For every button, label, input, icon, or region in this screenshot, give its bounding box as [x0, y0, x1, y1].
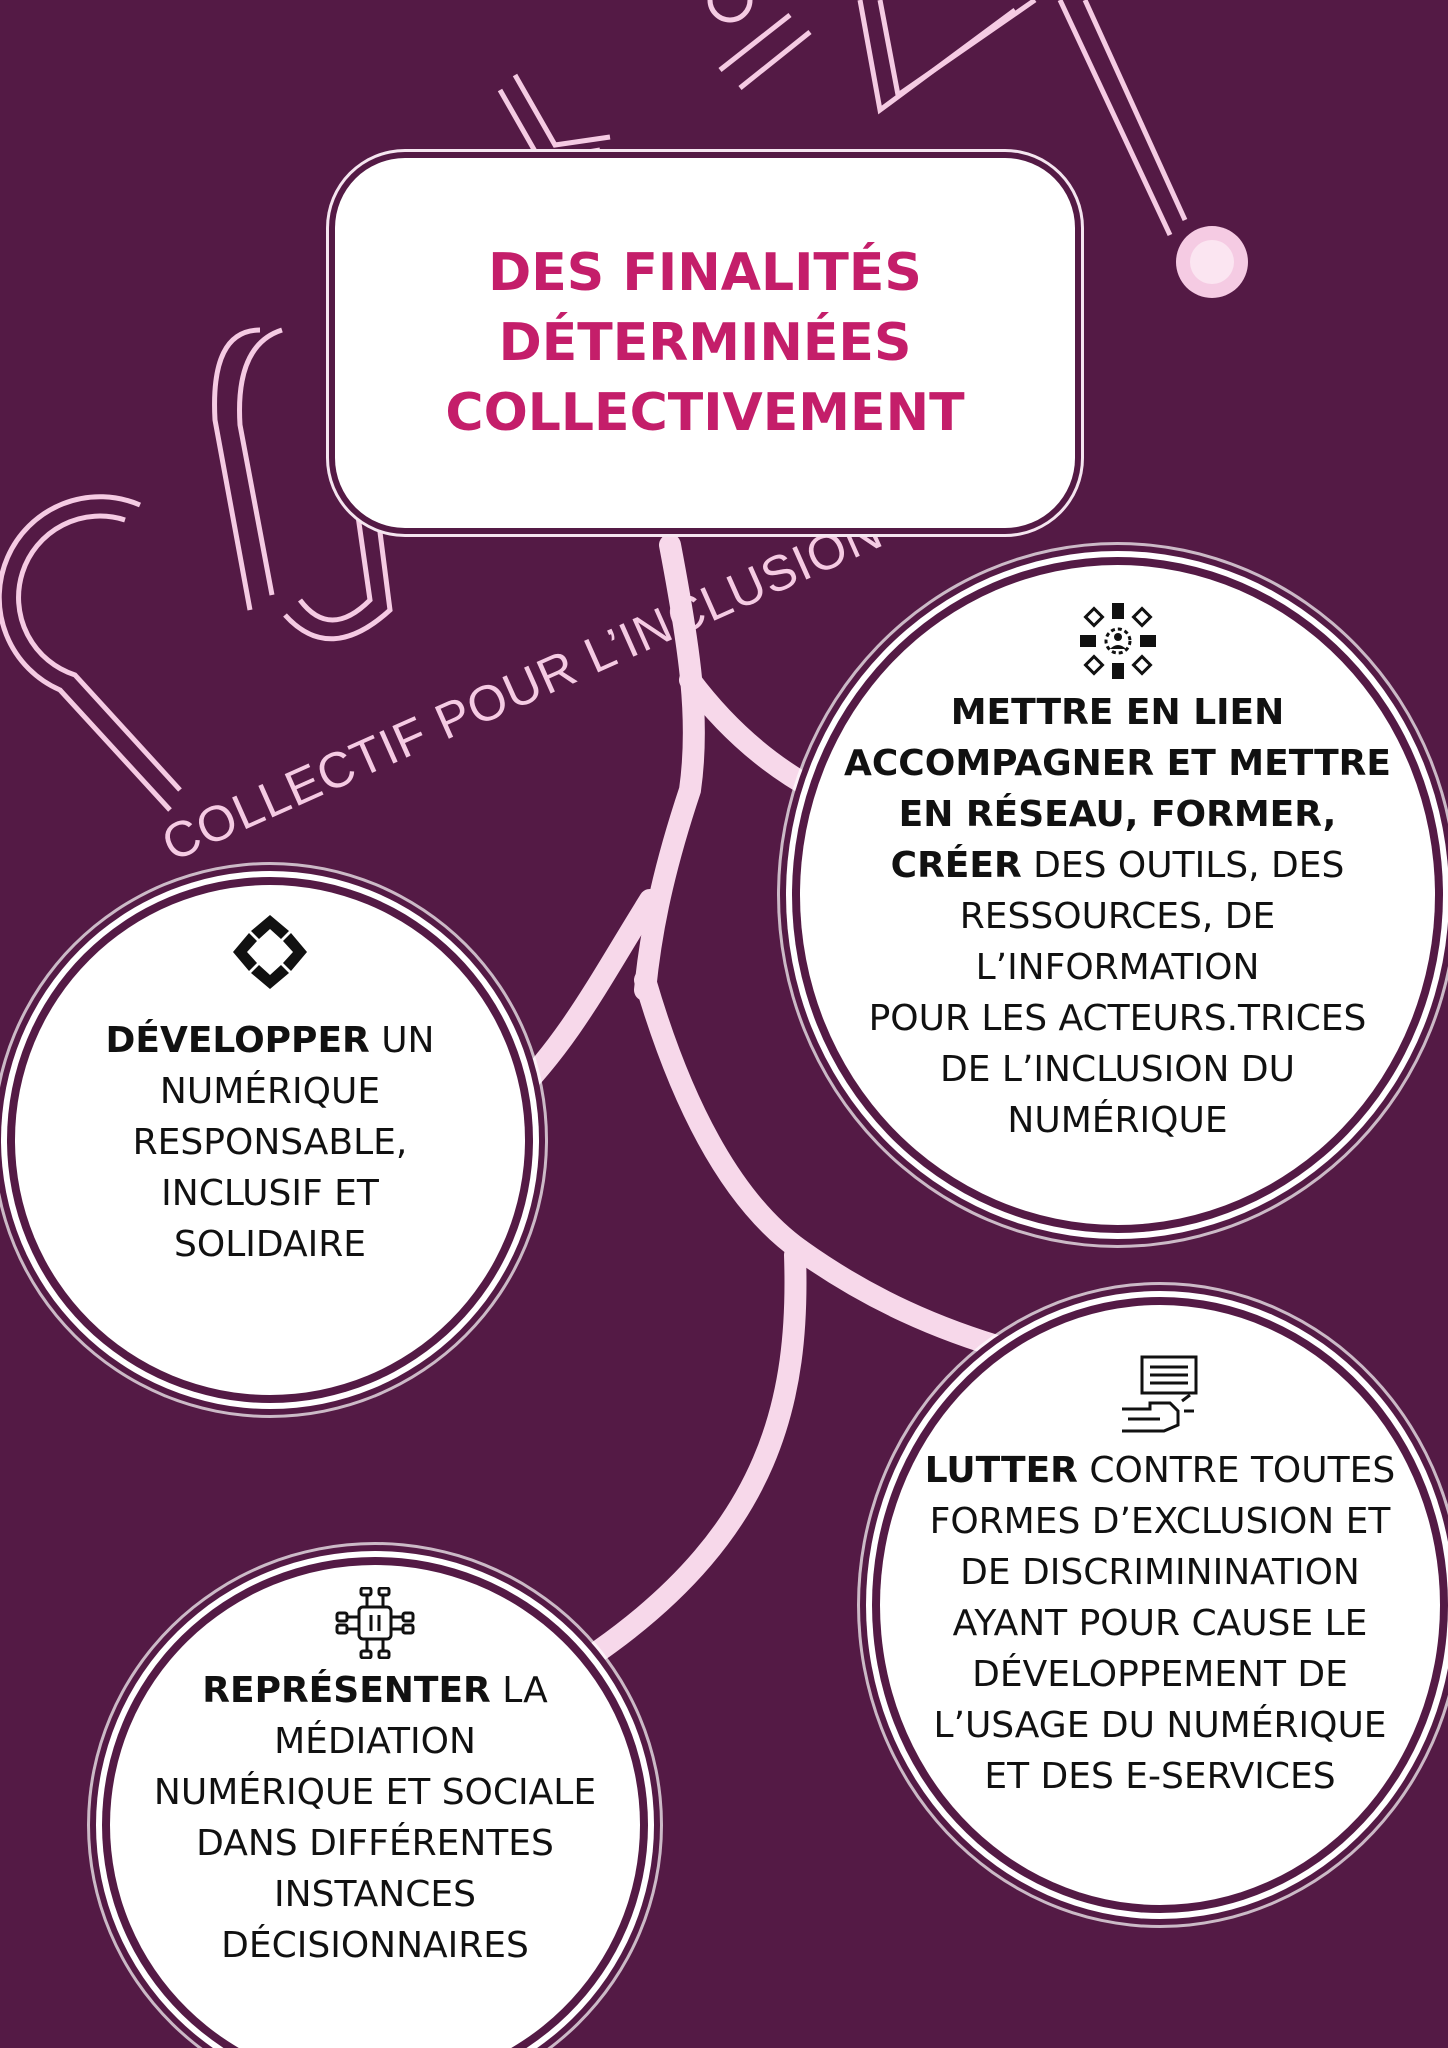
bubble-line: L’USAGE DU NUMÉRIQUE	[933, 1705, 1387, 1746]
bubble-fight-text: LUTTER CONTRE TOUTES FORMES D’EXCLUSION …	[880, 1445, 1440, 1802]
bubble-develop-text: DÉVELOPPER UN NUMÉRIQUE RESPONSABLE, INC…	[15, 1015, 525, 1270]
bubble-develop: DÉVELOPPER UN NUMÉRIQUE RESPONSABLE, INC…	[15, 885, 525, 1395]
circuit-chip-icon	[335, 1587, 415, 1659]
bubble-line: INCLUSIF ET	[161, 1173, 379, 1214]
bubble-line: FORMES D’EXCLUSION ET	[929, 1501, 1391, 1542]
bubble-line: DÉVELOPPER UN	[105, 1020, 435, 1061]
title-box: DES FINALITÉS DÉTERMINÉES COLLECTIVEMENT	[335, 158, 1075, 528]
bubble-line: DÉCISIONNAIRES	[221, 1925, 529, 1966]
title-line-3: COLLECTIVEMENT	[445, 383, 965, 443]
bubble-line: L’INFORMATION	[975, 947, 1260, 988]
title-line-1: DES FINALITÉS	[488, 243, 922, 303]
bubble-line: LUTTER CONTRE TOUTES	[924, 1450, 1396, 1491]
bubble-network: METTRE EN LIEN ACCOMPAGNER ET METTRE EN …	[800, 565, 1435, 1225]
hand-screen-icon	[1122, 1355, 1198, 1433]
bubble-line: NUMÉRIQUE	[159, 1071, 381, 1112]
joined-hands-icon	[233, 915, 307, 989]
bubble-line: ACCOMPAGNER ET METTRE	[844, 743, 1391, 784]
bubble-represent-text: REPRÉSENTER LA MÉDIATION NUMÉRIQUE ET SO…	[110, 1665, 640, 1971]
network-people-icon	[1079, 603, 1156, 679]
bubble-fight: LUTTER CONTRE TOUTES FORMES D’EXCLUSION …	[880, 1305, 1440, 1905]
bubble-line: NUMÉRIQUE ET SOCIALE	[153, 1772, 597, 1813]
bubble-line: REPRÉSENTER LA	[202, 1670, 548, 1711]
bubble-line: METTRE EN LIEN	[950, 692, 1285, 733]
bubble-line: RESSOURCES, DE	[959, 896, 1276, 937]
tree-branches	[499, 534, 1021, 1661]
bubble-line: AYANT POUR CAUSE LE	[952, 1603, 1368, 1644]
page-title: DES FINALITÉS DÉTERMINÉES COLLECTIVEMENT	[445, 238, 964, 448]
bubble-line: CRÉER DES OUTILS, DES	[890, 845, 1345, 886]
bubble-line: DE L’INCLUSION DU	[940, 1049, 1295, 1090]
bubble-line: DANS DIFFÉRENTES	[196, 1823, 554, 1864]
bubble-line: POUR LES ACTEURS.TRICES	[868, 998, 1367, 1039]
bubble-line: NUMÉRIQUE	[1007, 1100, 1228, 1141]
bubble-line: MÉDIATION	[274, 1721, 476, 1762]
bubble-line: SOLIDAIRE	[174, 1224, 366, 1265]
bubble-represent: REPRÉSENTER LA MÉDIATION NUMÉRIQUE ET SO…	[110, 1565, 640, 2048]
bubble-line: DE DISCRIMININATION	[960, 1552, 1360, 1593]
bubble-network-text: METTRE EN LIEN ACCOMPAGNER ET METTRE EN …	[800, 687, 1435, 1146]
bubble-line: ET DES E-SERVICES	[984, 1756, 1336, 1797]
title-line-2: DÉTERMINÉES	[498, 313, 912, 373]
bubble-line: RESPONSABLE,	[132, 1122, 408, 1163]
bubble-line: INSTANCES	[274, 1874, 476, 1915]
bubble-line: EN RÉSEAU, FORMER,	[898, 794, 1337, 835]
bubble-line: DÉVELOPPEMENT DE	[972, 1654, 1348, 1695]
logo-graphic	[0, 0, 1248, 812]
